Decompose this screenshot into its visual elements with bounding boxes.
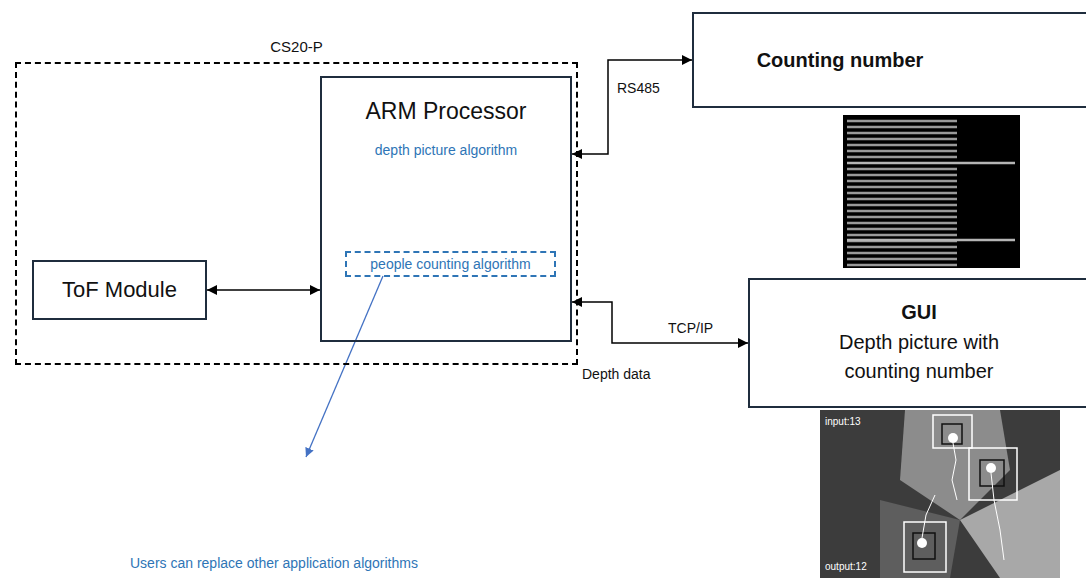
- processor-box: ARM Processor depth picture algorithm peop…: [320, 76, 572, 342]
- output-title: Counting number: [757, 49, 924, 72]
- data-label: Depth data: [582, 366, 651, 382]
- depth-region: [880, 500, 960, 578]
- terminal-screenshot: [843, 115, 1020, 268]
- depth-region: [960, 470, 1060, 578]
- track-trail: [952, 443, 957, 500]
- depth-picture: [820, 410, 1060, 578]
- connector-arrow: [572, 302, 748, 343]
- gui-box: GUI Depth picture with counting number: [748, 278, 1086, 408]
- connector-arrow: [207, 289, 320, 291]
- connector-arrow: [572, 60, 692, 154]
- tracking-box: [913, 533, 935, 559]
- algorithm-text: people counting algorithm: [370, 256, 530, 272]
- output-box: Counting number: [692, 12, 1086, 108]
- count-overlay: input:13: [825, 416, 861, 427]
- count-overlay: output:12: [825, 561, 867, 572]
- leader-arrow: [306, 276, 383, 457]
- device-boundary: CS20-PToF ModuleARM Processordepth pictu…: [15, 62, 578, 365]
- head-dot: [986, 463, 996, 473]
- processor-title: ARM Processor: [322, 98, 570, 125]
- edge-label: TCP/IP: [666, 320, 715, 336]
- tracking-box: [904, 522, 946, 572]
- edge-label: RS485: [615, 80, 662, 96]
- gui-description: Depth picture with counting number: [809, 328, 1029, 386]
- gui-title: GUI: [901, 301, 937, 324]
- terminal-text-rows-wide: [847, 163, 1015, 240]
- module-box: ToF Module: [32, 260, 207, 320]
- track-trail: [991, 473, 1004, 560]
- terminal-text-rows: [847, 121, 957, 265]
- head-dot: [917, 538, 927, 548]
- tracking-box: [933, 415, 972, 448]
- tracking-box: [942, 424, 962, 444]
- device-label: CS20-P: [17, 38, 576, 55]
- algorithm-box: people counting algorithm: [345, 251, 556, 277]
- algorithm-text: depth picture algorithm: [322, 142, 570, 158]
- track-trail: [922, 495, 935, 538]
- head-dot: [948, 433, 958, 443]
- note-text: Users can replace other application algo…: [130, 555, 418, 571]
- module-label: ToF Module: [62, 277, 177, 303]
